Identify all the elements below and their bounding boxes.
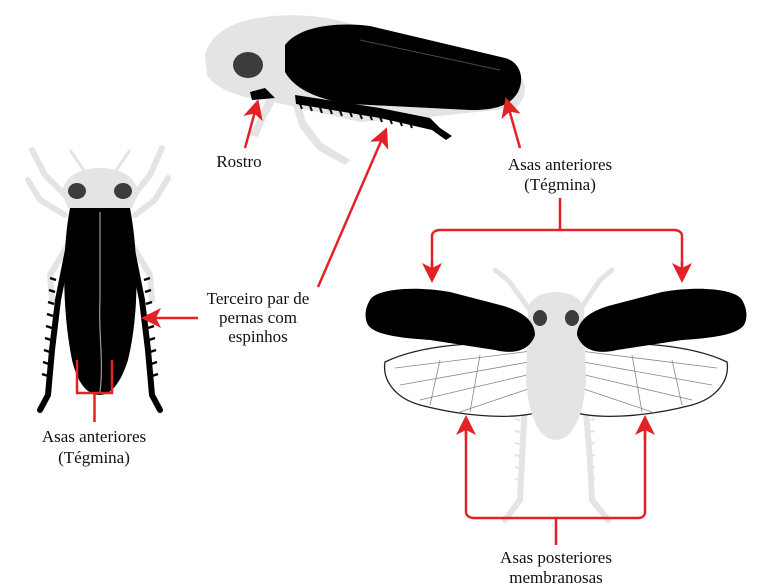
top-view-insect <box>28 148 168 422</box>
right-forewing <box>577 289 746 352</box>
side-view-insect <box>205 15 525 165</box>
label-terceiro-1: Terceiro par de <box>207 289 310 308</box>
label-asas-anteriores-left-1: Asas anteriores <box>42 427 146 446</box>
label-asas-anteriores-top-2: (Tégmina) <box>524 175 596 194</box>
label-terceiro-2: pernas com <box>219 308 297 327</box>
label-rostro: Rostro <box>216 152 261 171</box>
left-hind-wing <box>385 343 545 416</box>
spread-right-eye <box>565 310 579 326</box>
top-right-eye <box>114 183 132 199</box>
spread-wing-insect <box>366 270 747 520</box>
tegmina-bracket <box>432 198 682 270</box>
label-asas-anteriores-top-1: Asas anteriores <box>508 155 612 174</box>
label-asas-posteriores-2: membranosas <box>509 568 602 587</box>
label-terceiro-3: espinhos <box>228 327 288 346</box>
side-eye <box>233 52 263 78</box>
top-forewing-arrow <box>507 102 520 148</box>
hind-wing-bracket <box>466 430 645 545</box>
spread-left-eye <box>533 310 547 326</box>
label-asas-anteriores-left-2: (Tégmina) <box>58 448 130 467</box>
right-hind-wing <box>567 343 727 416</box>
left-forewing <box>366 289 535 352</box>
top-left-eye <box>68 183 86 199</box>
label-asas-posteriores-1: Asas posteriores <box>500 548 612 567</box>
